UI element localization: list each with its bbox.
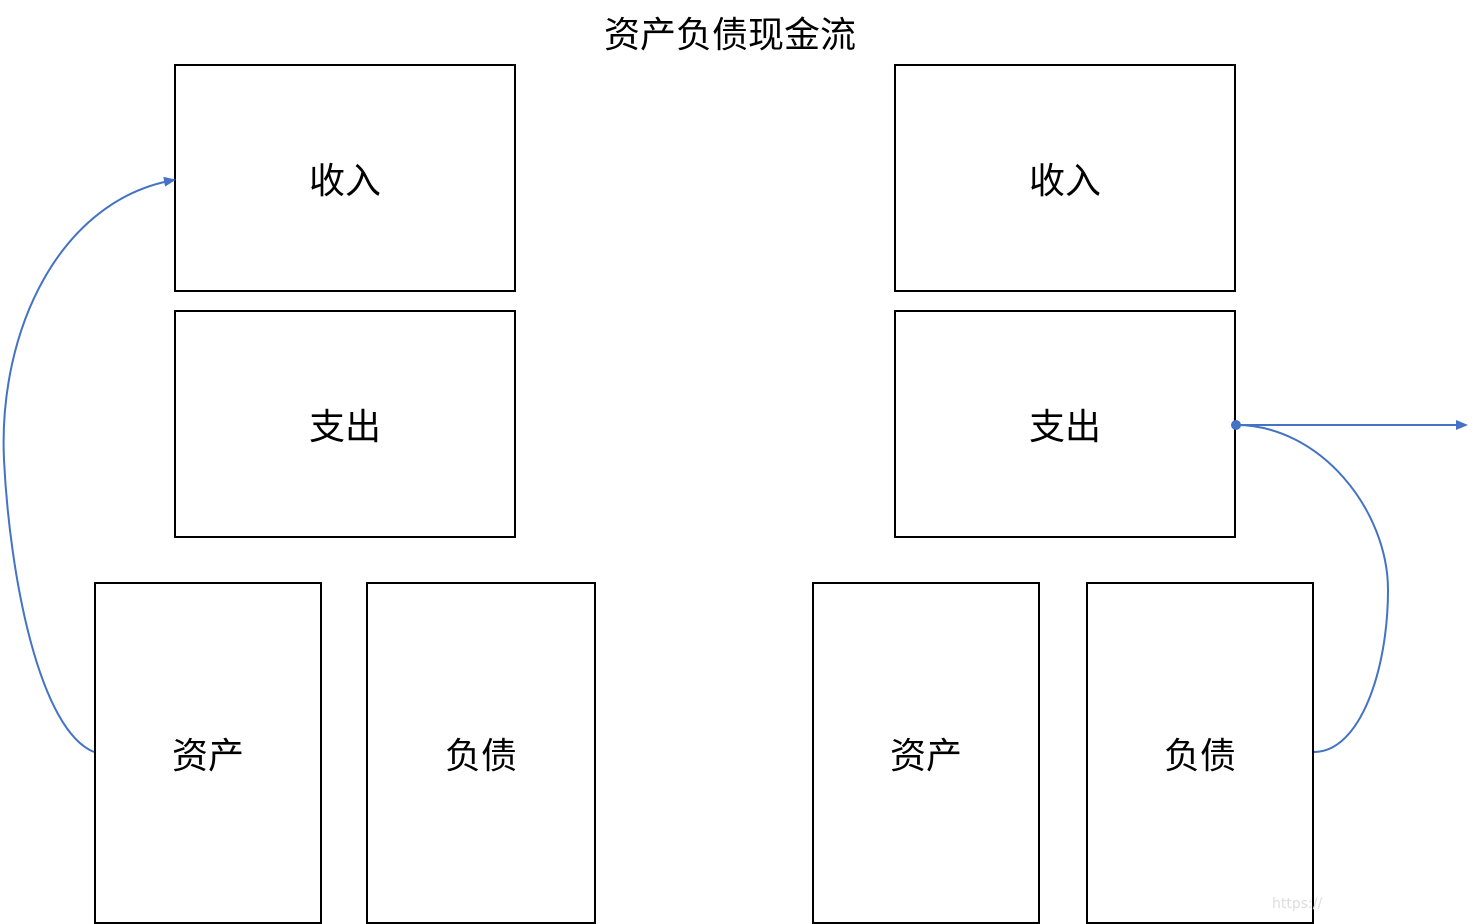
left-income-label: 收入 [308,161,381,202]
right-income-box: 收入 [894,64,1236,292]
diagram-title: 资产负债现金流 [603,15,856,56]
watermark-text: https:// [1272,896,1323,912]
right-expense-label: 支出 [1028,407,1101,448]
left-liability-label: 负债 [444,736,517,777]
left-expense-label: 支出 [308,407,381,448]
right-expense-box: 支出 [894,310,1236,538]
left-liability-box: 负债 [366,582,596,924]
right-liability-box: 负债 [1086,582,1314,924]
left-expense-box: 支出 [174,310,516,538]
right-income-label: 收入 [1028,161,1101,202]
left-asset-label: 资产 [171,736,244,777]
right-liability-label: 负债 [1163,736,1236,777]
left-income-box: 收入 [174,64,516,292]
right-asset-box: 资产 [812,582,1040,924]
left-asset-box: 资产 [94,582,322,924]
right-asset-label: 资产 [889,736,962,777]
